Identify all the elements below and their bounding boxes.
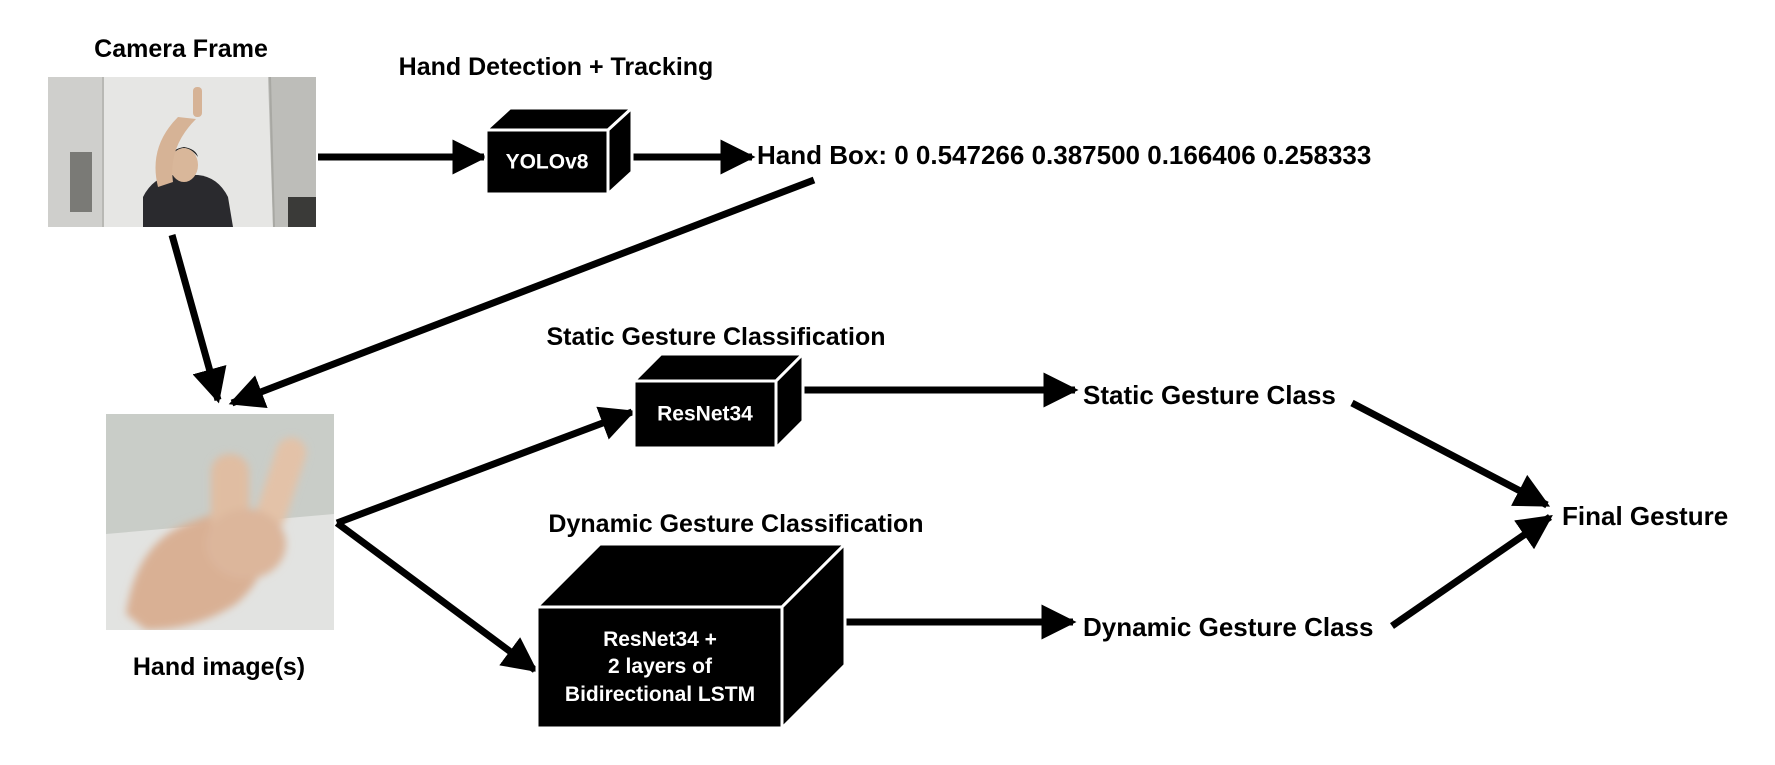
dynamic-gesture-class-label: Dynamic Gesture Class [1083, 612, 1374, 642]
arrow-handbox-to-handimage [228, 176, 816, 409]
hand-images-label: Hand image(s) [132, 653, 306, 681]
arrow-dynamic-to-final [1390, 514, 1553, 629]
camera-frame-label: Camera Frame [94, 35, 268, 63]
lstm-box [535, 542, 847, 730]
lstm-line-1: ResNet34 + [603, 628, 717, 652]
arrow-camera-to-handimage [168, 234, 227, 404]
resnet34-box [632, 352, 805, 450]
dynamic-classification-title: Dynamic Gesture Classification [548, 510, 924, 538]
camera-frame-image [48, 77, 316, 227]
hand-crop-image [106, 414, 334, 630]
lstm-line-2: 2 layers of [608, 655, 712, 679]
arrow-handimage-to-lstm [334, 520, 538, 673]
detection-title: Hand Detection + Tracking [398, 53, 714, 81]
hand-box-label: Hand Box: 0 0.547266 0.387500 0.166406 0… [757, 140, 1372, 170]
arrow-static-to-final [1350, 399, 1551, 509]
arrow-handimage-to-resnet34 [335, 406, 636, 527]
static-classification-title: Static Gesture Classification [546, 323, 886, 351]
lstm-line-3: Bidirectional LSTM [564, 682, 756, 706]
yolo-model-label: YOLOv8 [505, 150, 589, 174]
static-gesture-class-label: Static Gesture Class [1083, 380, 1336, 410]
final-gesture-label: Final Gesture [1562, 501, 1729, 531]
lstm-model-label: ResNet34 + 2 layers of Bidirectional LST… [565, 626, 755, 708]
yolo-box [484, 106, 634, 196]
resnet34-model-label: ResNet34 [657, 402, 753, 426]
